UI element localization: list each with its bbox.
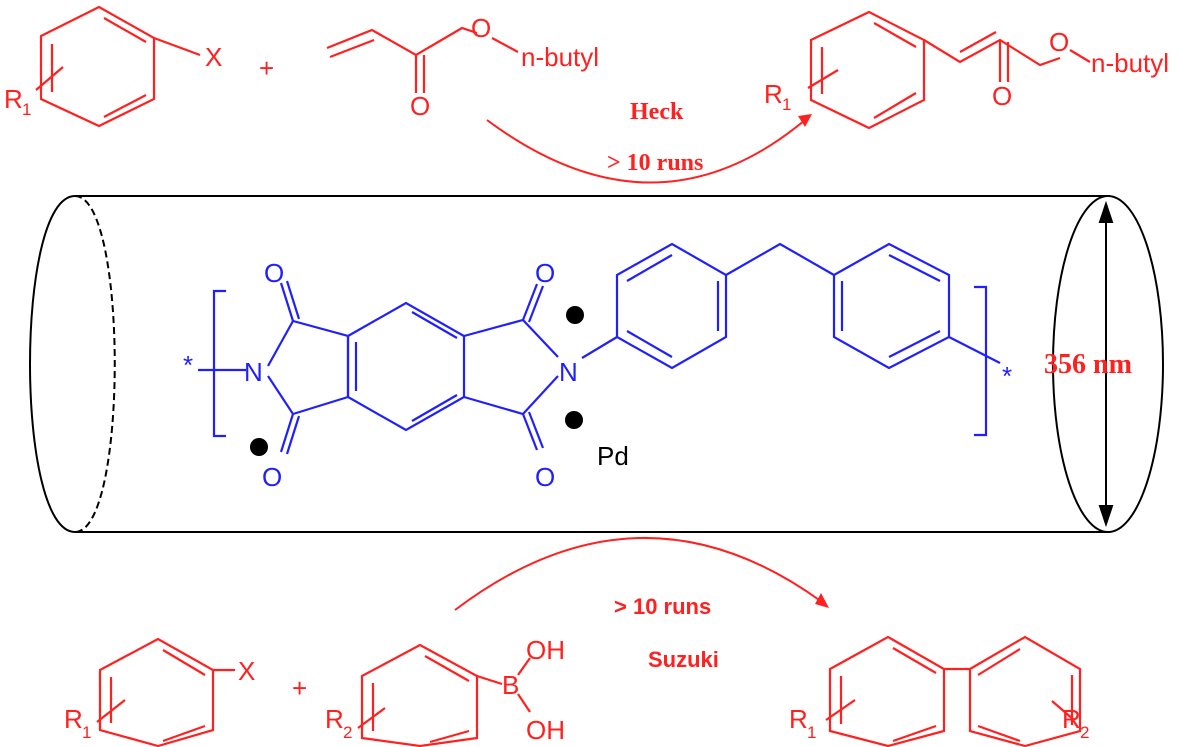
heck-product-r1-index: 1 <box>782 95 791 114</box>
heck-product-chain: n-butyl <box>1091 48 1169 78</box>
suzuki-plus: + <box>292 673 307 703</box>
pd-dot <box>566 306 584 324</box>
heck-product-r1: R <box>764 79 783 109</box>
biaryl-product <box>825 635 1082 747</box>
left-upper-carbonyl <box>279 280 301 322</box>
right-end-bond <box>948 336 1001 364</box>
diameter-arrow <box>1098 200 1114 528</box>
phenyl-ring-2-inner <box>840 254 941 358</box>
right-bracket <box>974 285 988 437</box>
polyimide-repeat-unit <box>198 242 1001 455</box>
left-bracket <box>212 289 226 438</box>
butyl-acrylate <box>326 26 519 93</box>
phenyl-ring-2 <box>832 242 951 370</box>
arrowhead-up <box>1098 200 1114 223</box>
central-benzene-inner <box>354 311 458 422</box>
acrylate-ester-o: O <box>471 13 491 43</box>
carbonyl-o-left-bottom: O <box>262 462 282 492</box>
suzuki-label: Suzuki <box>648 647 719 672</box>
heck-runs: > 10 runs <box>607 150 703 176</box>
polymer-end-right: * <box>1002 361 1012 391</box>
nanotube <box>29 195 1164 533</box>
boronic-r2-index: 2 <box>343 723 352 742</box>
heck-product-carbonyl-o: O <box>992 81 1012 111</box>
right-upper-carbonyl <box>521 283 545 323</box>
biaryl-r1-index: 1 <box>807 723 816 742</box>
heck-plus: + <box>259 53 274 83</box>
methylene-bridge <box>725 242 835 276</box>
imide-n-right: N <box>559 357 578 387</box>
carbonyl-o-left-top: O <box>264 258 284 288</box>
acrylate-carbonyl-o: O <box>410 91 430 121</box>
imide-n-left: N <box>244 357 263 387</box>
carbonyl-o-right-top: O <box>535 258 555 288</box>
phenyl-ring-1 <box>615 242 728 370</box>
n-aryl-bond <box>581 336 618 359</box>
suzuki-runs: > 10 runs <box>614 594 711 619</box>
tube-right-end <box>1052 195 1164 533</box>
boronic-r2: R <box>325 704 344 734</box>
pd-label: Pd <box>597 441 629 471</box>
pd-nanoparticles <box>250 306 584 456</box>
suzuki-arrow <box>454 536 823 611</box>
heck-product-ester-o: O <box>1049 27 1069 57</box>
heck-arrowhead <box>798 114 812 127</box>
heck-r1: R <box>4 84 23 114</box>
left-lower-carbonyl <box>279 413 301 455</box>
heck-x: X <box>205 42 222 72</box>
pd-dot <box>250 438 268 456</box>
boronic-oh-top: OH <box>526 635 565 665</box>
polymer-end-left: * <box>183 350 193 380</box>
tube-left-back-end <box>29 195 76 533</box>
biaryl-r2: R <box>1062 704 1081 734</box>
suzuki-aryl-halide <box>96 637 235 747</box>
suzuki-r1-index: 1 <box>82 723 91 742</box>
left-imide-ring <box>267 319 350 416</box>
heck-label: Heck <box>630 99 684 125</box>
suzuki-r1: R <box>64 704 83 734</box>
heck-arrow <box>486 119 806 184</box>
acrylate-chain: n-butyl <box>521 42 599 72</box>
boronic-oh-bottom: OH <box>526 715 565 745</box>
biaryl-r2-index: 2 <box>1080 723 1089 742</box>
suzuki-arrowhead <box>815 593 829 608</box>
arylboronic-acid <box>357 643 531 747</box>
right-imide-ring <box>463 318 559 416</box>
central-benzene <box>346 301 466 432</box>
right-lower-carbonyl <box>521 411 545 451</box>
arrowhead-down <box>1098 505 1114 528</box>
suzuki-x: X <box>238 656 255 686</box>
boronic-b: B <box>502 670 519 700</box>
tube-left-front-end <box>74 195 116 533</box>
heck-aryl-halide <box>35 5 201 128</box>
tube-diameter-label: 356 nm <box>1044 349 1132 380</box>
carbonyl-o-right-bottom: O <box>535 462 555 492</box>
biaryl-r1: R <box>789 704 808 734</box>
pd-dot <box>565 411 583 429</box>
heck-r1-index: 1 <box>22 100 31 119</box>
phenyl-ring-1-inner <box>626 254 720 358</box>
heck-product <box>807 10 1091 130</box>
